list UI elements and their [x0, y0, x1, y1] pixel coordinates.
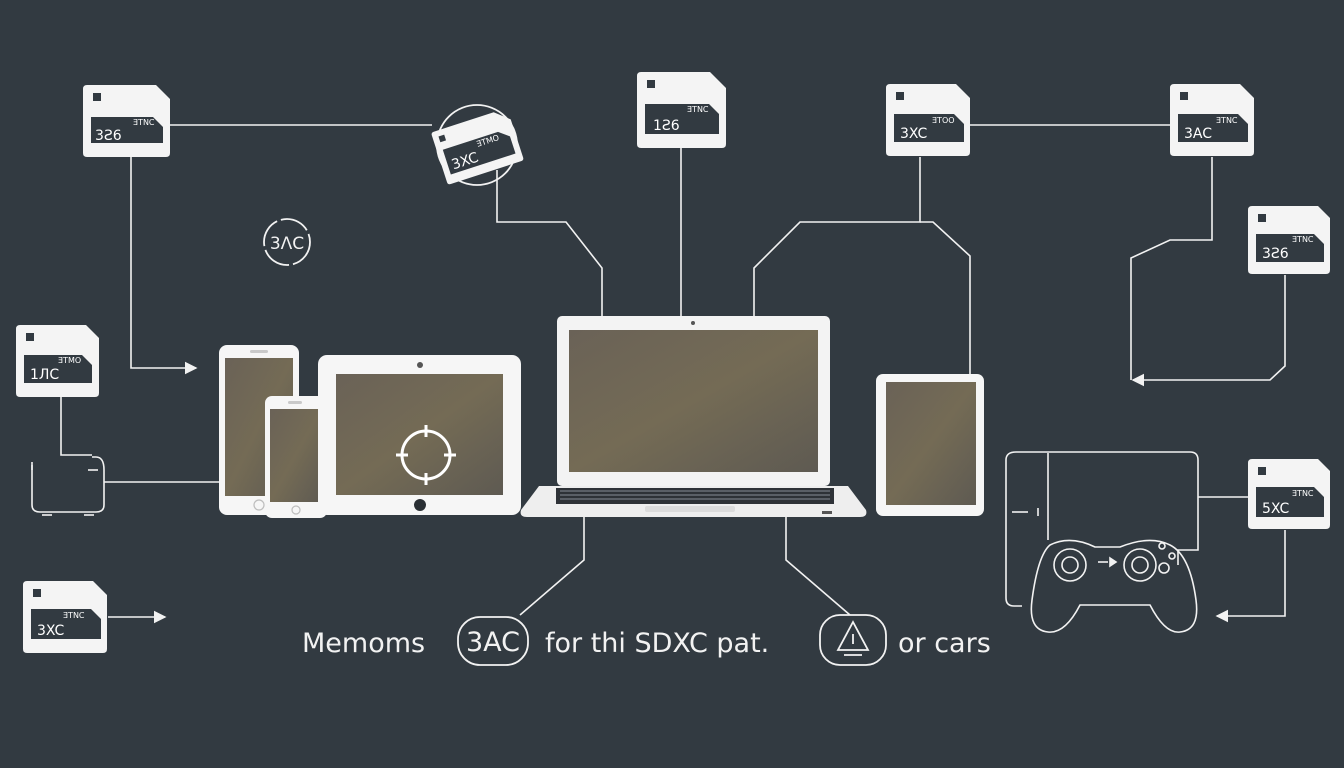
sd-card-sublabel: ƎTNC	[133, 118, 155, 127]
card-reader-icon	[31, 456, 105, 516]
caption: Memoms 3AC for thi SDXC pat. or cars	[302, 614, 991, 666]
sd-card-label: 3XC	[900, 126, 927, 142]
sd-card-icon: 5XC ƎTNC	[1248, 459, 1330, 529]
sd-card-icon: 1ЛC ƎTMO	[16, 325, 99, 397]
sd-card-label: 1Ƨ6	[653, 118, 680, 134]
connector-lines	[60, 124, 1286, 624]
circle-badge-label: 3ΛC	[270, 234, 304, 254]
connector-line	[519, 516, 585, 616]
warning-icon	[819, 614, 887, 666]
sd-card-icon: 3XC ƎTNC	[23, 581, 107, 653]
sd-card-sublabel: ƎTNC	[63, 611, 85, 620]
sd-card-label: 3Ƨ6	[95, 128, 122, 144]
sd-card-label: 3Ƨ6	[1262, 246, 1289, 262]
sd-card-sublabel: ƎTNC	[1216, 116, 1238, 125]
sd-card-group: 3Ƨ6 ƎTNC 1Ƨ6 ƎTNC 3XC ƎTOO 3AC ƎTNC	[16, 72, 1330, 653]
game-controller-icon	[1005, 451, 1199, 633]
sd-card-sublabel: ƎTNC	[1292, 489, 1314, 498]
sd-card-label: 3XC	[37, 623, 64, 639]
sd-card-label: 1ЛC	[30, 367, 59, 383]
connector-line	[130, 157, 198, 375]
caption-text-1: Memoms	[302, 628, 425, 659]
sd-card-sublabel: ƎTNC	[687, 105, 709, 114]
target-icon	[396, 425, 456, 485]
sd-card-icon: 1Ƨ6 ƎTNC	[637, 72, 726, 148]
connector-line	[1130, 157, 1213, 380]
sd-card-label: 5XC	[1262, 501, 1289, 517]
sd-card-icon: 3XC ƎTOO	[886, 84, 970, 156]
caption-badge: 3AC	[466, 627, 520, 658]
connector-line	[785, 516, 851, 616]
sd-card-sublabel: ƎTOO	[932, 116, 955, 125]
phone-icon	[265, 396, 327, 518]
sd-card-label: 3AC	[1184, 126, 1212, 142]
sd-card-icon: 3AC ƎTNC	[1170, 84, 1254, 156]
connector-line	[920, 221, 971, 376]
laptop-icon	[520, 316, 867, 517]
sd-card-sublabel: ƎTNC	[1292, 235, 1314, 244]
caption-text-3: or cars	[898, 628, 991, 659]
tablet-icon	[318, 355, 521, 515]
tablet-icon	[876, 374, 984, 516]
connector-line	[496, 170, 603, 316]
connector-line	[60, 397, 92, 456]
connector-line	[1131, 275, 1286, 387]
connector-line	[1215, 530, 1286, 623]
sd-card-icon: 3XC ƎTMO	[431, 104, 524, 186]
caption-text-2: for thi SDXC pat.	[545, 628, 769, 659]
sd-card-sublabel: ƎTMO	[58, 356, 81, 365]
sd-card-icon: 3Ƨ6 ƎTNC	[83, 85, 170, 157]
sd-card-icon: 3Ƨ6 ƎTNC	[1248, 206, 1330, 274]
circle-badge: 3ΛC	[263, 218, 311, 266]
connector-line	[753, 157, 921, 316]
